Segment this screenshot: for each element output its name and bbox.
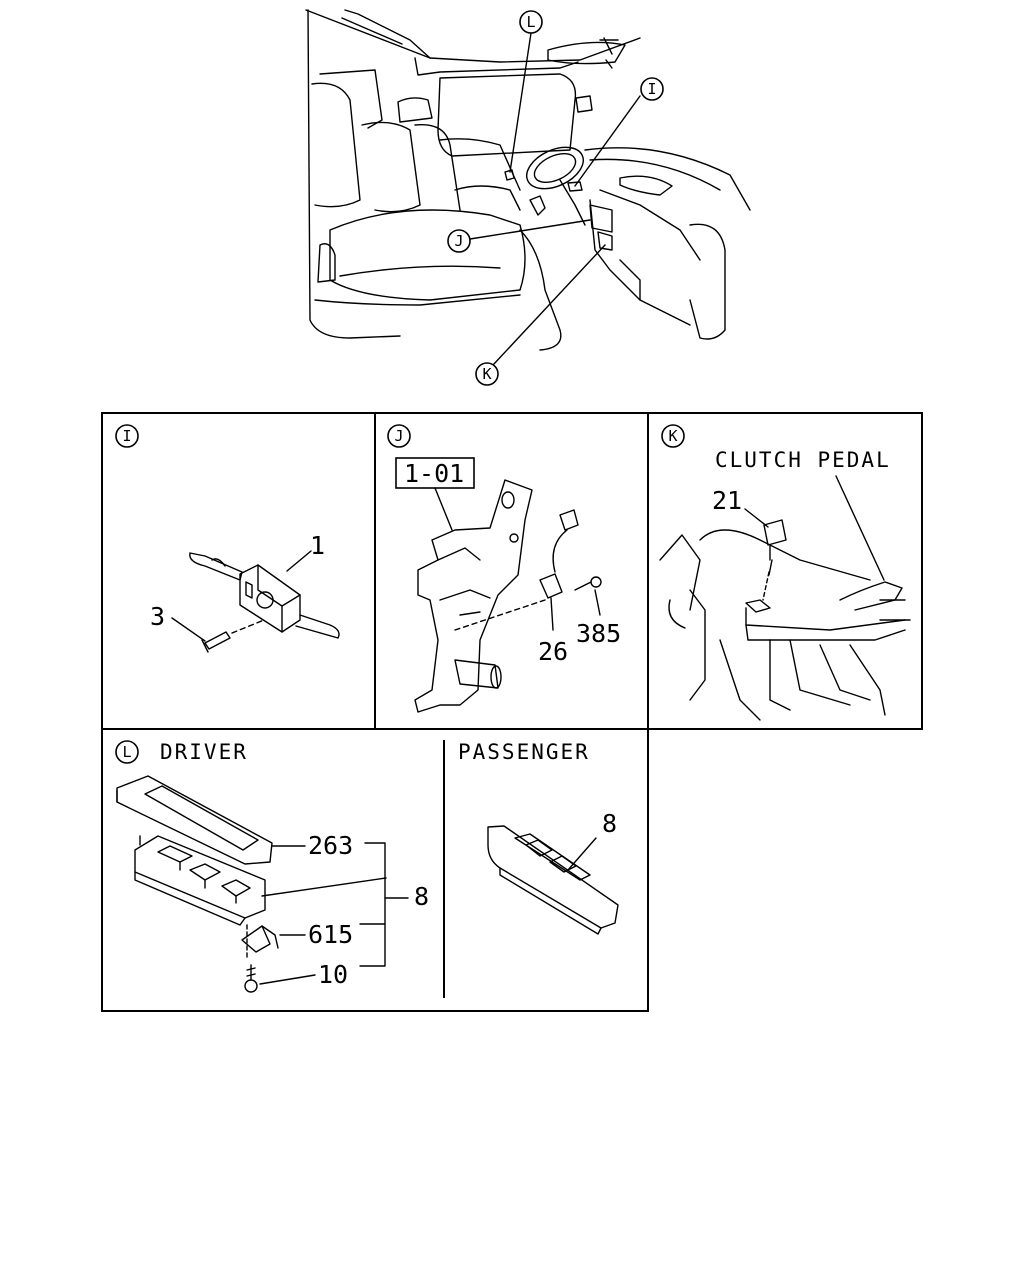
driver-assembly-number-8: 8 (414, 882, 429, 911)
panel-k: K CLUTCH PEDAL 21 (659, 424, 911, 721)
passenger-window-switch (487, 825, 619, 935)
overview-callout-i: I (640, 77, 664, 101)
reference-1-01: 1-01 (404, 459, 464, 488)
pedal-bracket (414, 479, 533, 713)
clip-part-615 (241, 925, 279, 953)
passenger-part-number-8: 8 (602, 809, 617, 838)
screw-part-385 (574, 576, 602, 591)
panel-i: I 1 3 (115, 424, 340, 653)
panel-i-callout: I (115, 424, 139, 448)
switch-part-26 (539, 509, 579, 599)
clutch-pedal-label: CLUTCH PEDAL (715, 448, 891, 472)
combination-switch (189, 552, 340, 639)
reference-box (395, 457, 475, 489)
part-number-10: 10 (318, 960, 348, 989)
panel-l-callout: L (115, 740, 139, 764)
panel-k-callout: K (661, 424, 685, 448)
clutch-pedal-assembly (659, 529, 911, 721)
part-number-3: 3 (150, 602, 165, 631)
overview-callout-k: K (475, 362, 499, 386)
screw-part-10 (244, 964, 258, 993)
svg-text:L: L (526, 13, 535, 31)
part-number-1: 1 (310, 531, 325, 560)
panel-j: J 1-01 26 385 (387, 424, 621, 713)
driver-bezel-part-263 (116, 775, 273, 865)
panel-l: L DRIVER PASSENGER (115, 740, 619, 993)
part-number-385: 385 (576, 619, 621, 648)
svg-text:L: L (122, 743, 131, 761)
part-number-263: 263 (308, 831, 353, 860)
driver-switch-body (134, 835, 266, 926)
svg-text:K: K (668, 427, 677, 445)
passenger-label: PASSENGER (458, 740, 590, 764)
part-number-615: 615 (308, 920, 353, 949)
cab-interior-overview (305, 9, 751, 366)
svg-text:J: J (454, 232, 463, 250)
svg-text:I: I (122, 427, 131, 445)
part-number-26: 26 (538, 637, 568, 666)
part-number-21: 21 (712, 486, 742, 515)
svg-text:I: I (647, 80, 656, 98)
overview-callout-j: J (447, 229, 471, 253)
svg-text:J: J (394, 427, 403, 445)
panel-grid (101, 412, 923, 1012)
overview-callout-l: L (519, 10, 543, 34)
driver-label: DRIVER (160, 740, 248, 764)
screw-part-3 (201, 631, 231, 653)
panel-j-callout: J (387, 424, 411, 448)
svg-text:K: K (482, 365, 491, 383)
